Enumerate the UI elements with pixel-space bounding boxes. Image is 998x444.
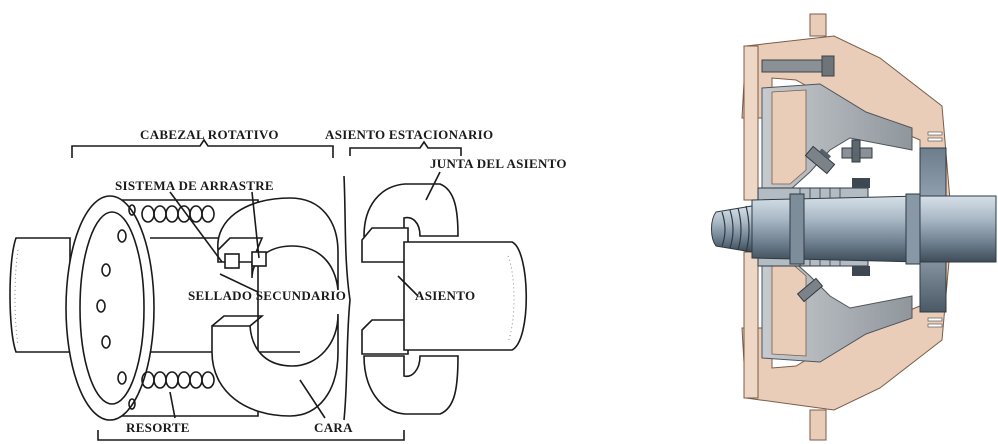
top-bolt (761, 59, 831, 73)
spring-bottom (141, 371, 215, 389)
diagonal-bolt-upper (804, 145, 836, 175)
label-drive-system: SISTEMA DE ARRASTRE (115, 178, 274, 193)
pump-cross-section (711, 13, 997, 441)
seat-bottom (363, 355, 459, 415)
shaft (751, 195, 997, 263)
head-flange (65, 195, 155, 421)
label-face: CARA (314, 420, 353, 435)
shaft-left-texture (14, 249, 19, 346)
seat-top-face (361, 227, 409, 263)
shaft-threads (721, 205, 750, 253)
label-seat-gasket: JUNTA DEL ASIENTO (430, 156, 567, 171)
seat-bottom-face (361, 319, 409, 355)
bottom-bracket (97, 430, 405, 441)
flange-bolt-holes (96, 204, 136, 410)
casing-inner-lower (771, 261, 807, 357)
diagonal-bolt-lower (796, 277, 824, 303)
casing-inner-upper (771, 89, 807, 185)
shaft-right-texture (507, 255, 515, 343)
drive-lug-1 (224, 253, 240, 269)
label-seat: ASIENTO (415, 288, 475, 303)
casing-bottom-lug (809, 409, 827, 441)
rotating-head-bracket (71, 138, 334, 158)
shaft-left-end (9, 237, 71, 353)
label-rotating-head: CABEZAL ROTATIVO (140, 127, 279, 142)
shaft-collar (789, 193, 805, 265)
disk-marks (927, 131, 943, 328)
head-flange-inner (79, 211, 145, 405)
spring-top (141, 205, 215, 223)
label-secondary-seal: SELLADO SECUNDARIO (188, 288, 346, 303)
gap-lines (343, 175, 351, 421)
face-ring-bottom-edge (211, 315, 265, 327)
casing-top-lug (809, 13, 827, 37)
leader-lines (169, 171, 441, 419)
shaft-right (403, 241, 528, 351)
shaft-threaded-end (711, 205, 753, 253)
face-ring-top-edge (217, 237, 264, 263)
stationary-seat-bracket (349, 140, 462, 156)
label-spring: RESORTE (126, 420, 190, 435)
label-stationary-seat: ASIENTO ESTACIONARIO (325, 127, 493, 142)
seat-top (363, 183, 459, 237)
mechanical-seal-drawing: CABEZAL ROTATIVO ASIENTO ESTACIONARIO SI… (9, 127, 567, 441)
